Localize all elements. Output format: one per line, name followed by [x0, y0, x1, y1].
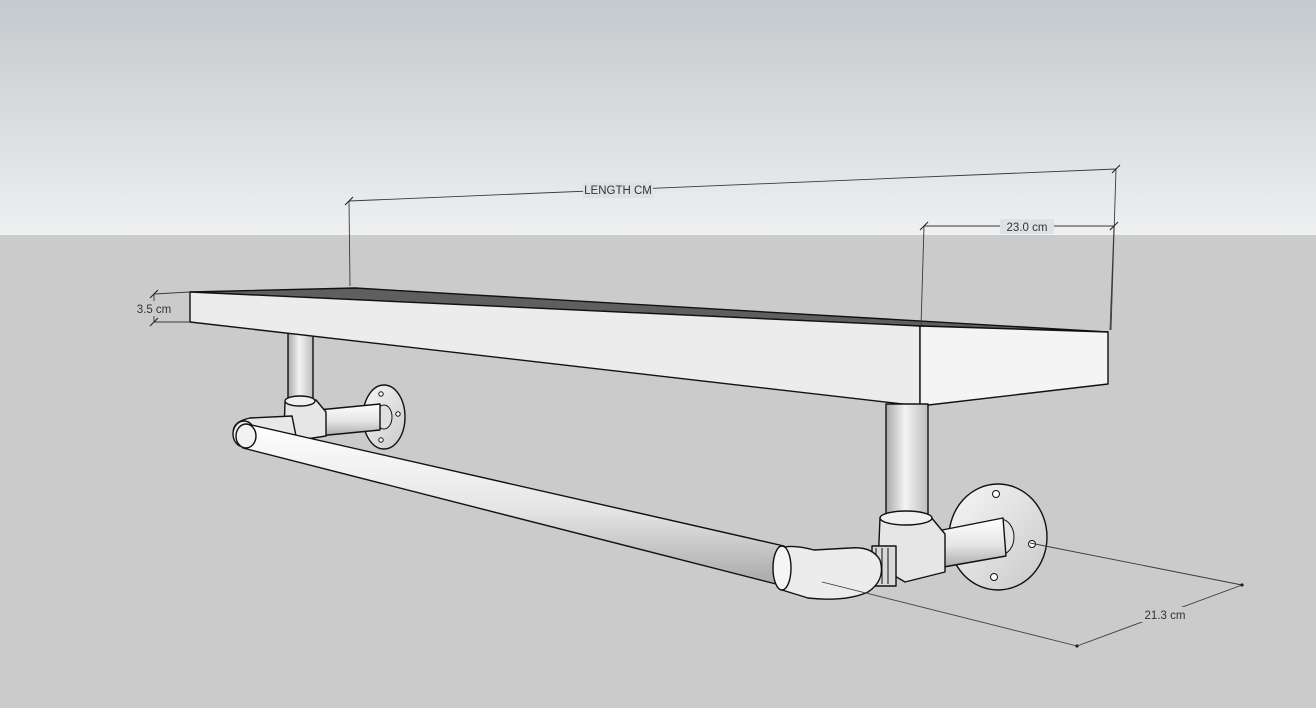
- sky: [0, 0, 1316, 235]
- shelf-end-face: [919, 325, 1109, 407]
- thickness-label: 3.5 cm: [137, 304, 172, 316]
- length-label: LENGTH CM: [584, 185, 652, 197]
- rail-projection-dimension: 21.3 cm: [821, 542, 1244, 648]
- thickness-dimension: 3.5 cm: [133, 289, 191, 327]
- right-vertical-pipe: [885, 403, 929, 517]
- left-wall-arm: [317, 403, 381, 437]
- left-vertical-pipe: [287, 329, 314, 401]
- shelf-board: [189, 287, 1109, 407]
- rail-projection-label: 21.3 cm: [1145, 610, 1186, 622]
- depth-label: 23.0 cm: [1007, 222, 1048, 234]
- depth-dimension: 23.0 cm: [919, 219, 1119, 331]
- rail-left-end: [235, 423, 257, 449]
- right-bracket: [772, 403, 1048, 600]
- length-dimension: LENGTH CM: [344, 164, 1121, 331]
